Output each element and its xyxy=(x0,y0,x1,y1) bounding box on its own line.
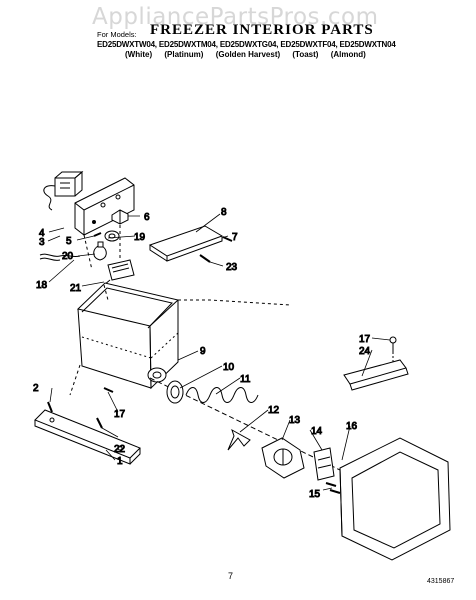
callout-23: 23 xyxy=(226,262,238,273)
callout-11: 11 xyxy=(240,374,251,385)
callout-17-right: 17 xyxy=(359,334,371,345)
part-cover-plate xyxy=(148,225,224,262)
watermark: AppliancePartsPros.com xyxy=(92,4,379,30)
part-screw-7 xyxy=(222,236,233,242)
part-crusher-blade xyxy=(227,428,251,451)
callout-6: 6 xyxy=(144,212,150,223)
part-bottom-rail xyxy=(34,409,141,465)
part-socket xyxy=(104,230,120,242)
callout-3: 3 xyxy=(39,237,45,248)
callout-leaders xyxy=(47,213,391,491)
callout-18: 18 xyxy=(36,280,48,291)
page-title: FREEZER INTERIOR PARTS xyxy=(150,22,374,38)
callout-1: 1 xyxy=(117,456,123,467)
model-colors: (White) (Platinum) (Golden Harvest) (Toa… xyxy=(125,50,376,59)
part-side-bracket xyxy=(343,359,409,391)
callout-15: 15 xyxy=(309,489,321,500)
callout-24: 24 xyxy=(359,346,371,357)
color-golden-harvest: (Golden Harvest) xyxy=(215,50,281,59)
callout-20: 20 xyxy=(62,251,74,262)
color-almond: (Almond) xyxy=(330,50,366,59)
page-number: 7 xyxy=(228,571,234,581)
callout-7: 7 xyxy=(232,232,238,243)
part-motor-mount xyxy=(313,447,335,481)
callout-21: 21 xyxy=(70,283,82,294)
part-auger-spring xyxy=(185,387,259,403)
part-bracket-assembly xyxy=(74,177,135,236)
color-platinum: (Platinum) xyxy=(164,50,204,59)
part-timer-motor xyxy=(54,170,84,197)
part-ice-bucket xyxy=(76,282,180,390)
callout-10: 10 xyxy=(223,362,235,373)
part-clip xyxy=(111,209,129,225)
callout-19: 19 xyxy=(134,232,146,243)
part-light-shield xyxy=(103,259,135,286)
callout-5: 5 xyxy=(66,236,72,247)
callout-9: 9 xyxy=(200,346,206,357)
models-label: For Models: xyxy=(97,30,137,39)
callout-13: 13 xyxy=(289,415,301,426)
part-screw-22 xyxy=(96,417,103,429)
part-screws-15 xyxy=(325,482,341,494)
part-coupler xyxy=(166,380,184,404)
callout-12: 12 xyxy=(268,405,280,416)
part-screw-23 xyxy=(199,254,211,263)
callout-8: 8 xyxy=(221,207,227,218)
callout-22: 22 xyxy=(114,444,126,455)
part-wire-18 xyxy=(39,253,81,261)
document-number: 4315867 xyxy=(427,578,455,585)
part-screw-17-right xyxy=(389,336,397,362)
model-numbers: ED25DWXTW04, ED25DWXTM04, ED25DWXTG04, E… xyxy=(97,40,396,49)
callout-16: 16 xyxy=(346,421,358,432)
part-auger-motor xyxy=(261,437,305,479)
callout-4: 4 xyxy=(39,228,45,239)
color-white: (White) xyxy=(125,50,153,59)
part-light-bulb xyxy=(93,241,107,261)
color-toast: (Toast) xyxy=(292,50,319,59)
part-front-cover xyxy=(339,437,451,561)
part-wire-harness xyxy=(43,185,56,211)
assembly-dashed-lines xyxy=(69,225,291,396)
callout-17-left: 17 xyxy=(114,409,126,420)
callout-2: 2 xyxy=(33,383,39,394)
part-screw-17-left xyxy=(103,387,114,393)
callout-14: 14 xyxy=(311,426,323,437)
part-screw-2 xyxy=(47,401,53,413)
part-screw-5 xyxy=(93,232,102,237)
